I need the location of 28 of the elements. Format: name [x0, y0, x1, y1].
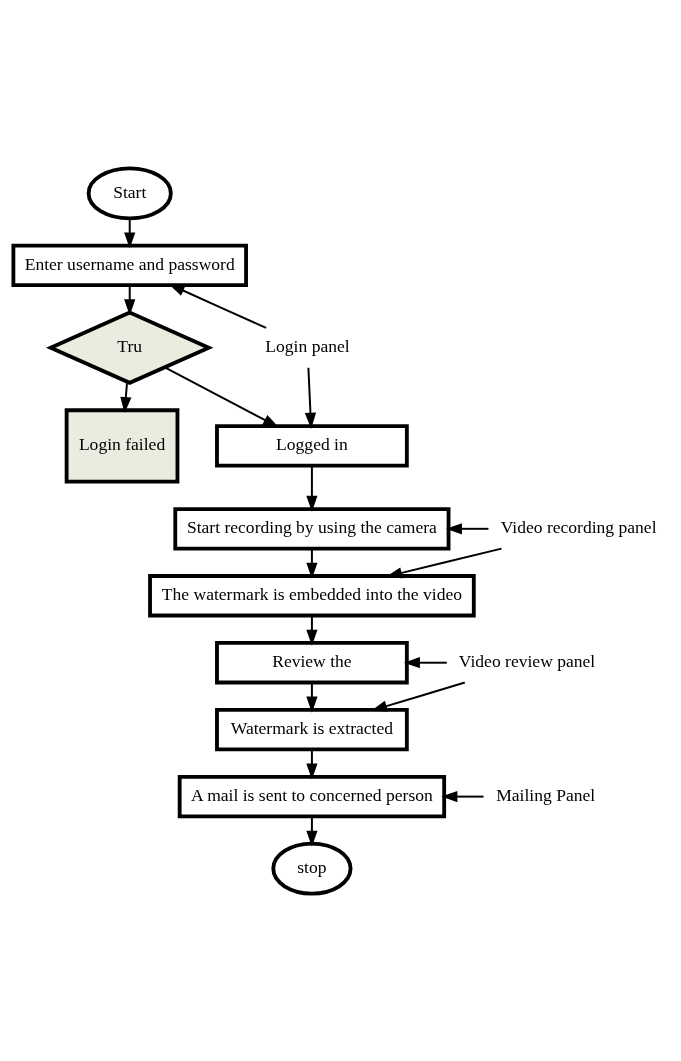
node-text: Video recording panel	[500, 516, 657, 537]
arrow	[305, 681, 318, 713]
node-box: Enter username and password	[10, 243, 248, 287]
node-box: The watermark is embedded into the video	[147, 573, 476, 617]
arrow	[163, 365, 279, 427]
node-box: A mail is sent to concerned person	[177, 774, 446, 818]
node-text: Video review panel	[458, 650, 595, 671]
arrow	[305, 748, 318, 780]
arrow	[305, 464, 318, 512]
node-box: Logged in	[214, 423, 409, 468]
node-box: Start recording by using the camera	[172, 506, 450, 550]
arrow	[123, 284, 135, 315]
node-box: Review the	[214, 640, 409, 684]
node-diamond: Tru	[45, 310, 213, 385]
node-box: Watermark is extracted	[214, 707, 409, 751]
node-ellipse: Start	[86, 166, 173, 220]
arrow	[123, 217, 135, 248]
node-box: Login failed	[64, 407, 179, 484]
arrow	[403, 656, 448, 668]
arrow	[305, 547, 318, 579]
arrow	[304, 366, 316, 429]
node-text: Login panel	[264, 335, 350, 356]
node-ellipse: stop	[270, 841, 352, 895]
arrow	[305, 614, 318, 646]
arrow	[119, 380, 131, 413]
arrow	[440, 790, 484, 802]
arrow	[445, 522, 489, 534]
node-text: Mailing Panel	[495, 784, 595, 805]
